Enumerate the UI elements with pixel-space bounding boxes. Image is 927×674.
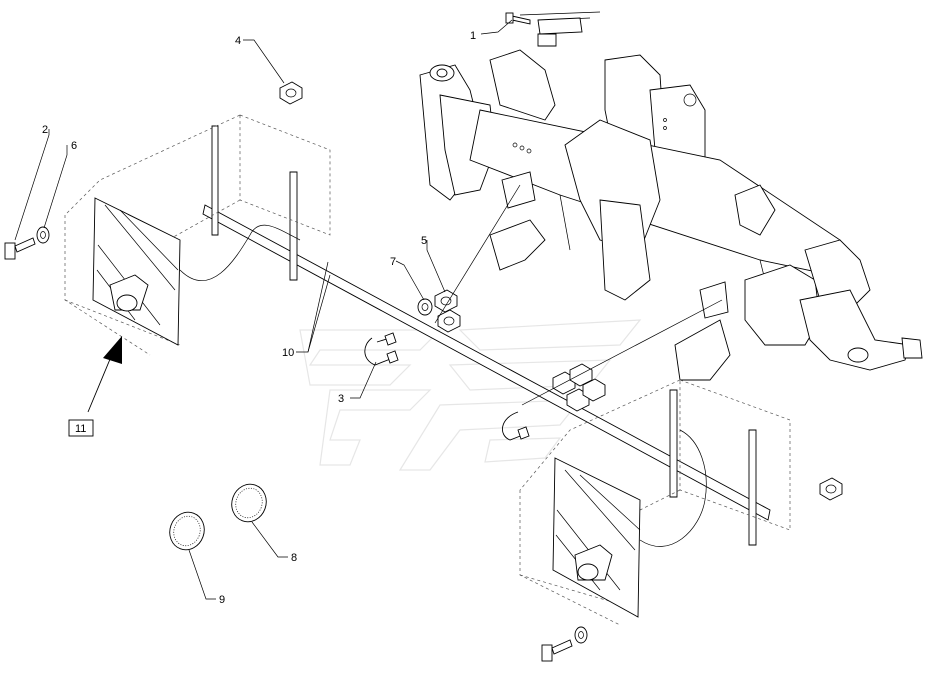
callout-3: 3	[338, 393, 344, 405]
u-bolt-3	[364, 332, 399, 366]
right-u-bolt	[502, 411, 530, 441]
washer-6	[36, 226, 50, 244]
callout-1: 1	[470, 30, 476, 42]
right-lamp-assembly	[519, 379, 791, 626]
left-lamp-assembly	[64, 114, 331, 356]
callout-9: 9	[219, 594, 225, 606]
main-frame	[419, 11, 923, 381]
reflector-9	[169, 511, 205, 551]
bolt-1	[505, 12, 531, 25]
callout-6: 6	[71, 140, 77, 152]
callout-8: 8	[291, 552, 297, 564]
right-nut	[819, 477, 843, 501]
right-nuts	[552, 363, 606, 412]
callout-11: 11	[75, 423, 86, 435]
callout-5: 5	[421, 235, 427, 247]
right-bolt	[541, 626, 588, 662]
callout-7: 7	[390, 256, 396, 268]
callout-11-box	[68, 419, 94, 437]
callout-10: 10	[282, 347, 294, 359]
reflector-8	[231, 483, 267, 523]
nut-4	[279, 81, 303, 105]
nuts-5-7	[417, 289, 461, 333]
bolt-2	[4, 237, 36, 260]
callout-2: 2	[42, 124, 48, 136]
callout-4: 4	[235, 35, 241, 47]
leader-lines	[14, 19, 723, 600]
callout-labels: 1 2 3 4 5 6 7 8 9 10 11	[42, 30, 476, 606]
assembly-arrow	[87, 336, 122, 413]
